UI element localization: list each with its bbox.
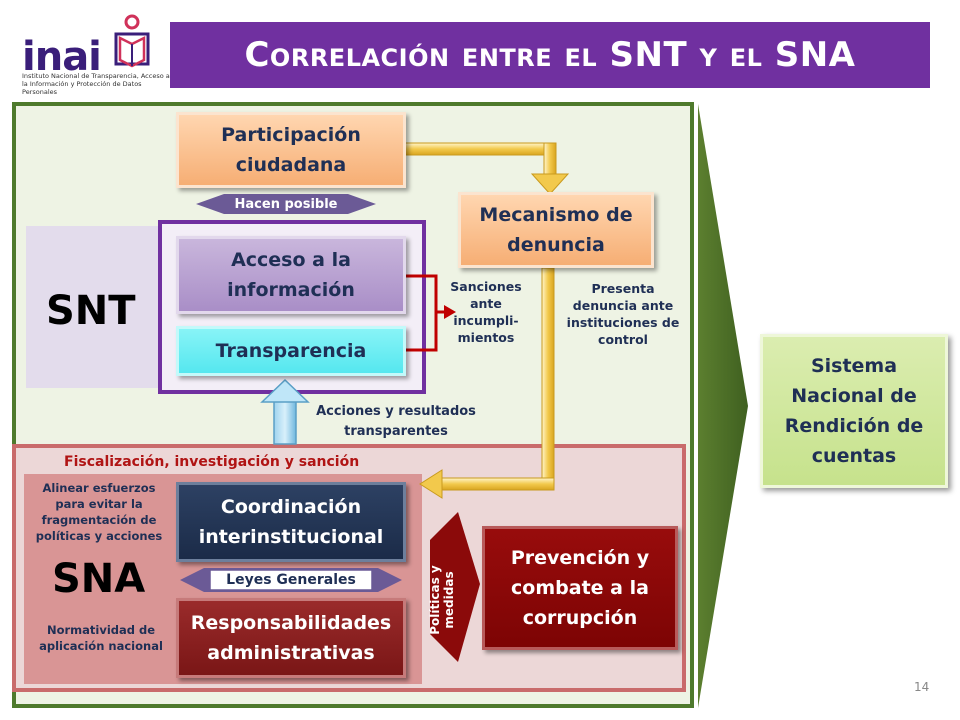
inai-logo-text: inai [22, 34, 102, 80]
slide-title: Correlación entre el SNT y el SNA [170, 22, 930, 88]
presenta-denuncia-note: Presenta denuncia ante instituciones de … [566, 281, 680, 347]
acceso-informacion-box: Acceso a la información [176, 236, 406, 314]
responsabilidades-box: Responsabilidades administrativas [176, 598, 406, 678]
hacen-posible-label: Hacen posible [234, 196, 338, 212]
coordinacion-box: Coordinación interinstitucional [176, 482, 406, 562]
acciones-resultados-note: Acciones y resultados transparentes [316, 404, 476, 439]
inai-logo-subtitle: Instituto Nacional de Transparencia, Acc… [22, 72, 170, 96]
leyes-generales-label: Leyes Generales [226, 572, 356, 588]
slide-number: 14 [914, 680, 930, 694]
inai-logo-icon [114, 14, 150, 68]
sna-label: SNA [52, 556, 146, 602]
hacen-posible-ribbon [196, 194, 376, 214]
fiscalizacion-label: Fiscalización, investigación y sanción [64, 454, 360, 470]
sanciones-note: Sanciones ante incumpli-mientos [450, 279, 522, 345]
snt-label: SNT [46, 288, 136, 334]
chevron-right-icon [698, 104, 748, 708]
normatividad-note: Normatividad de aplicación nacional [39, 623, 163, 653]
mecanismo-denuncia-box: Mecanismo de denuncia [458, 192, 654, 268]
politicas-medidas-label: Políticas y medidas [428, 565, 456, 635]
prevencion-box: Prevención y combate a la corrupción [482, 526, 678, 650]
leyes-generales-ribbon [180, 568, 402, 592]
transparencia-box: Transparencia [176, 326, 406, 376]
participacion-ciudadana-box: Participación ciudadana [176, 112, 406, 188]
sistema-nacional-box: Sistema Nacional de Rendición de cuentas [760, 334, 948, 488]
alinear-esfuerzos-note: Alinear esfuerzos para evitar la fragmen… [35, 481, 163, 543]
